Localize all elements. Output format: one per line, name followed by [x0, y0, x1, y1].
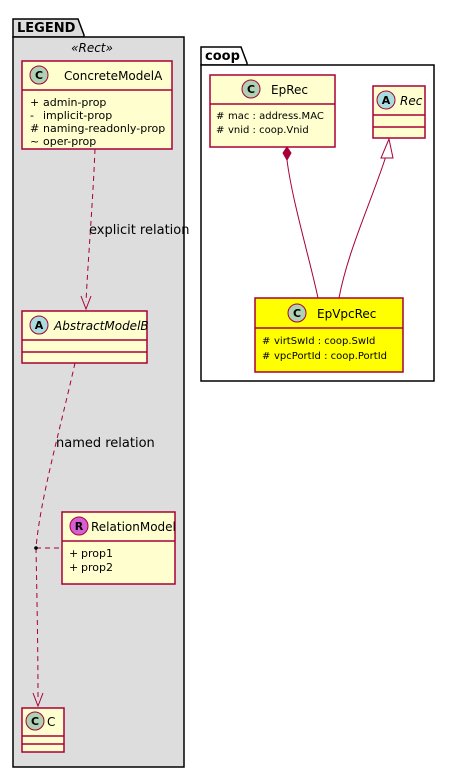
class-eprec[interactable]: C EpRec # mac : address.MAC # vnid : coo…	[209, 74, 336, 148]
class-circle-icon: C	[31, 715, 39, 728]
class-name: Rec	[400, 94, 423, 108]
attr-name: implicit-prop	[43, 109, 112, 122]
class-relation-model[interactable]: R RelationModel + prop1 + prop2	[61, 511, 176, 585]
abstract-circle-icon: A	[35, 319, 44, 332]
class-abstract-model-b[interactable]: A AbstractModelB	[21, 310, 149, 364]
relation-circle-icon: R	[75, 520, 84, 533]
class-epvpcrec[interactable]: C EpVpcRec # virtSwId : coop.SwId # vpcP…	[254, 297, 404, 373]
attr-vis: ~	[30, 135, 39, 148]
attr-name: oper-prop	[43, 135, 96, 148]
class-circle-icon: C	[247, 83, 255, 96]
class-name: EpVpcRec	[317, 307, 376, 321]
legend-stereotype: «Rect»	[71, 41, 113, 55]
edge-inheritance	[338, 137, 394, 299]
abstract-circle-icon: A	[382, 94, 391, 107]
class-rec[interactable]: A Rec	[372, 85, 426, 139]
attr-name: prop2	[81, 561, 113, 574]
class-circle-icon: C	[293, 307, 301, 320]
attr-name: admin-prop	[43, 96, 106, 109]
attr-name: virtSwId : coop.SwId	[274, 336, 375, 347]
class-name: EpRec	[271, 83, 308, 97]
class-c[interactable]: C C	[21, 707, 65, 753]
class-name: ConcreteModelA	[64, 69, 163, 83]
legend-title: LEGEND	[17, 21, 76, 36]
attr-name: naming-readonly-prop	[43, 122, 165, 135]
class-concrete-model-a[interactable]: C ConcreteModelA + admin-prop - implicit…	[21, 60, 173, 150]
explicit-relation-label: explicit relation	[89, 223, 189, 238]
edge-explicit-relation: explicit relation	[80, 148, 189, 311]
legend-package: LEGEND «Rect»	[12, 18, 185, 768]
attr-vis: #	[30, 122, 39, 135]
class-name: AbstractModelB	[53, 319, 149, 333]
attr-name: vnid : coop.Vnid	[228, 125, 309, 136]
class-name: C	[47, 715, 55, 729]
attr-vis: -	[30, 109, 34, 122]
edge-composition	[282, 146, 319, 299]
class-name: RelationModel	[91, 520, 176, 534]
class-circle-icon: C	[35, 69, 43, 82]
edge-named-relation: named relation	[32, 362, 155, 708]
attr-vis: +	[30, 96, 39, 109]
named-relation-label: named relation	[56, 436, 155, 451]
attr-vis: #	[216, 125, 224, 136]
coop-title: coop	[205, 49, 240, 64]
attr-vis: #	[262, 336, 270, 347]
attr-vis: +	[69, 561, 78, 574]
attr-vis: #	[262, 351, 270, 362]
attr-vis: +	[69, 547, 78, 560]
attr-vis: #	[216, 111, 224, 122]
attr-name: vpcPortId : coop.PortId	[274, 351, 387, 362]
attr-name: prop1	[81, 547, 113, 560]
attr-name: mac : address.MAC	[228, 111, 324, 122]
